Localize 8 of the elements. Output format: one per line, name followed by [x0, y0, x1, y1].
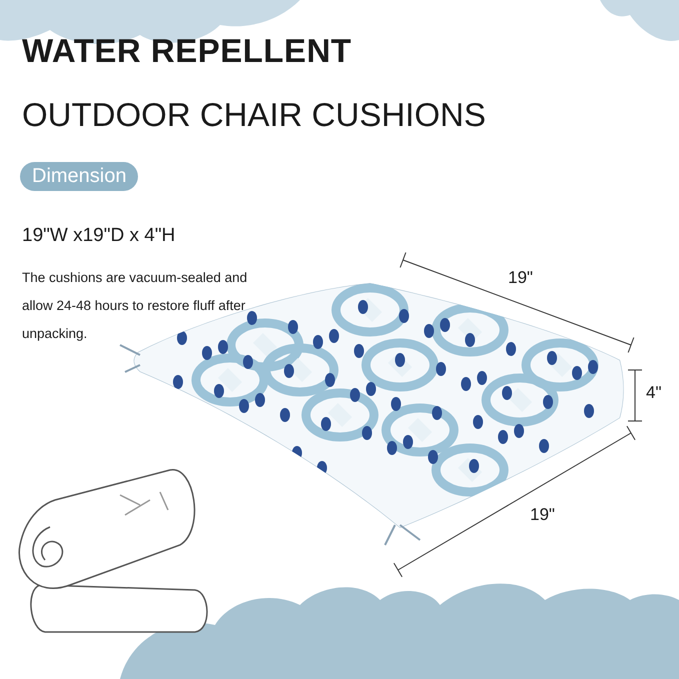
dimension-label: 19" [530, 505, 555, 525]
title: WATER REPELLENT [22, 32, 352, 70]
note-paragraph: The cushions are vacuum-sealed and allow 24-48 hours to restore fluff after unpacking. [22, 269, 248, 343]
subtitle: OUTDOOR CHAIR CUSHIONS [22, 96, 486, 134]
dimension-label: 4" [646, 383, 662, 403]
dimension-summary: 19"W x19"D x 4"H [22, 225, 176, 247]
section-tag: Dimension [20, 162, 138, 191]
dimension-label: 19" [508, 268, 533, 288]
